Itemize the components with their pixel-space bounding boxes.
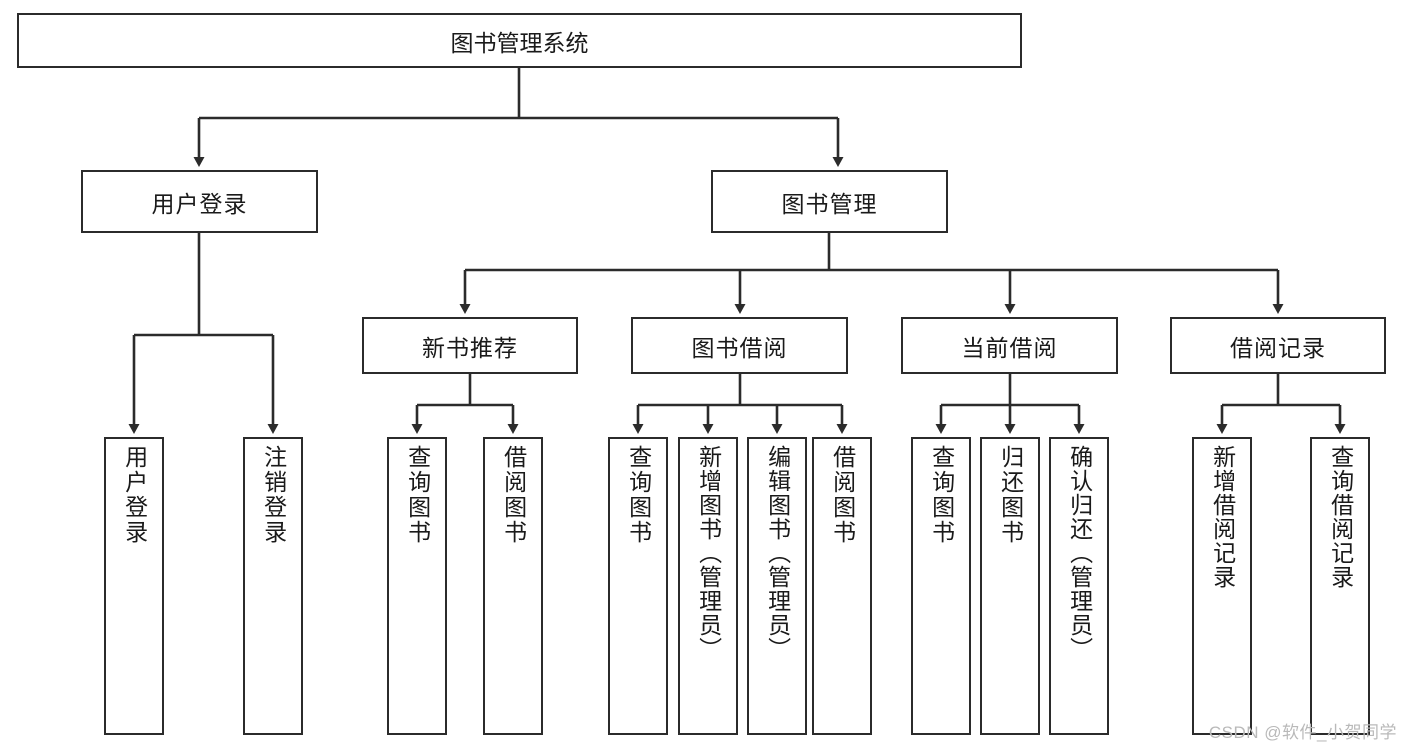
leaf-user-login-logout[interactable]: 注销登录 [243, 437, 303, 735]
leaf-book-borrow-add[interactable]: 新增图书（管理员） [678, 437, 738, 735]
leaf-book-borrow-borrow[interactable]: 借阅图书 [812, 437, 872, 735]
leaf-label: 借阅图书 [500, 445, 527, 545]
node-borrow-record[interactable]: 借阅记录 [1170, 317, 1386, 374]
leaf-current-borrow-confirm[interactable]: 确认归还（管理员） [1049, 437, 1109, 735]
leaf-label: 用户登录 [121, 445, 148, 545]
node-book-borrow[interactable]: 图书借阅 [631, 317, 848, 374]
leaf-label: 归还图书 [997, 445, 1024, 545]
leaf-current-borrow-return[interactable]: 归还图书 [980, 437, 1040, 735]
node-current-borrow[interactable]: 当前借阅 [901, 317, 1118, 374]
node-user-login[interactable]: 用户登录 [81, 170, 318, 233]
leaf-label: 借阅图书 [829, 445, 856, 545]
leaf-book-borrow-edit[interactable]: 编辑图书（管理员） [747, 437, 807, 735]
leaf-label: 查询图书 [625, 445, 652, 545]
leaf-user-login-login[interactable]: 用户登录 [104, 437, 164, 735]
leaf-book-borrow-query[interactable]: 查询图书 [608, 437, 668, 735]
leaf-label: 确认归还（管理员） [1066, 445, 1093, 661]
leaf-label: 新增借阅记录 [1209, 445, 1236, 589]
leaf-label: 查询借阅记录 [1327, 445, 1354, 589]
leaf-borrow-record-query[interactable]: 查询借阅记录 [1310, 437, 1370, 735]
node-root-system[interactable]: 图书管理系统 [17, 13, 1022, 68]
leaf-new-book-query[interactable]: 查询图书 [387, 437, 447, 735]
leaf-current-borrow-query[interactable]: 查询图书 [911, 437, 971, 735]
leaf-label: 查询图书 [928, 445, 955, 545]
leaf-label: 编辑图书（管理员） [764, 445, 791, 661]
leaf-borrow-record-add[interactable]: 新增借阅记录 [1192, 437, 1252, 735]
watermark-text: CSDN @软件_小贺同学 [1208, 723, 1397, 742]
leaf-new-book-borrow[interactable]: 借阅图书 [483, 437, 543, 735]
leaf-label: 查询图书 [404, 445, 431, 545]
leaf-label: 注销登录 [260, 445, 287, 545]
node-book-management[interactable]: 图书管理 [711, 170, 948, 233]
node-new-book-recommend[interactable]: 新书推荐 [362, 317, 578, 374]
leaf-label: 新增图书（管理员） [695, 445, 722, 661]
